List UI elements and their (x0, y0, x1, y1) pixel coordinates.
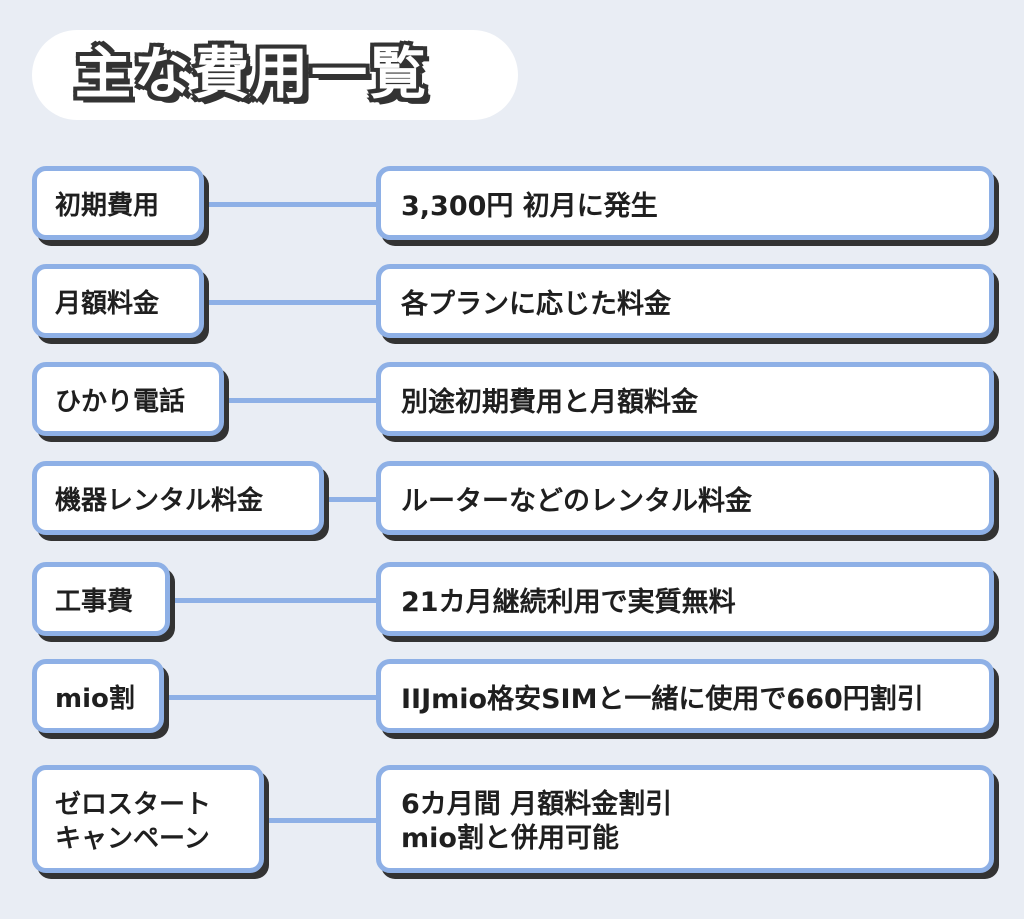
cost-label-line: キャンペーン (55, 824, 210, 854)
cost-label-rental: 機器レンタル料金 (32, 461, 324, 535)
connector-line (200, 202, 380, 207)
title-pill (32, 30, 518, 120)
cost-desc-line: 6カ月間 月額料金割引 (401, 789, 673, 820)
cost-label-phone: ひかり電話 (32, 362, 224, 436)
connector-line (255, 818, 380, 823)
cost-desc-text: ルーターなどのレンタル料金 (401, 485, 752, 517)
cost-label-mio-discount: mio割 (32, 659, 164, 733)
cost-label-text: 機器レンタル料金 (55, 485, 264, 516)
cost-desc-construction: 21カ月継続利用で実質無料 (376, 562, 994, 636)
cost-desc-initial: 3,300円 初月に発生 (376, 166, 994, 240)
cost-desc-zero-start: 6カ月間 月額料金割引 mio割と併用可能 (376, 765, 994, 873)
cost-label-initial: 初期費用 (32, 166, 204, 240)
cost-desc-text: 3,300円 初月に発生 (401, 190, 658, 222)
cost-label-monthly: 月額料金 (32, 264, 204, 338)
cost-desc-text: 21カ月継続利用で実質無料 (401, 586, 736, 618)
cost-desc-line: mio割と併用可能 (401, 823, 619, 854)
cost-label-text: ひかり電話 (55, 386, 186, 417)
cost-label-text: 月額料金 (55, 288, 160, 319)
cost-label-zero-start: ゼロスタート キャンペーン (32, 765, 264, 873)
cost-label-text: 工事費 (55, 586, 134, 617)
connector-line (320, 497, 380, 502)
cost-desc-text: 別途初期費用と月額料金 (401, 386, 698, 418)
cost-desc-mio-discount: IIJmio格安SIMと一緒に使用で660円割引 (376, 659, 994, 733)
cost-label-line: ゼロスタート (55, 790, 212, 820)
cost-desc-phone: 別途初期費用と月額料金 (376, 362, 994, 436)
cost-desc-text: IIJmio格安SIMと一緒に使用で660円割引 (401, 683, 924, 715)
page-title: 主な費用一覧 (75, 42, 429, 107)
connector-line (166, 598, 380, 603)
connector-line (220, 398, 380, 403)
connector-line (160, 695, 380, 700)
connector-line (200, 300, 380, 305)
cost-label-construction: 工事費 (32, 562, 170, 636)
cost-label-text: 初期費用 (55, 190, 160, 221)
cost-desc-monthly: 各プランに応じた料金 (376, 264, 994, 338)
cost-label-text: mio割 (55, 683, 135, 714)
cost-desc-rental: ルーターなどのレンタル料金 (376, 461, 994, 535)
cost-desc-text: 各プランに応じた料金 (401, 288, 671, 320)
